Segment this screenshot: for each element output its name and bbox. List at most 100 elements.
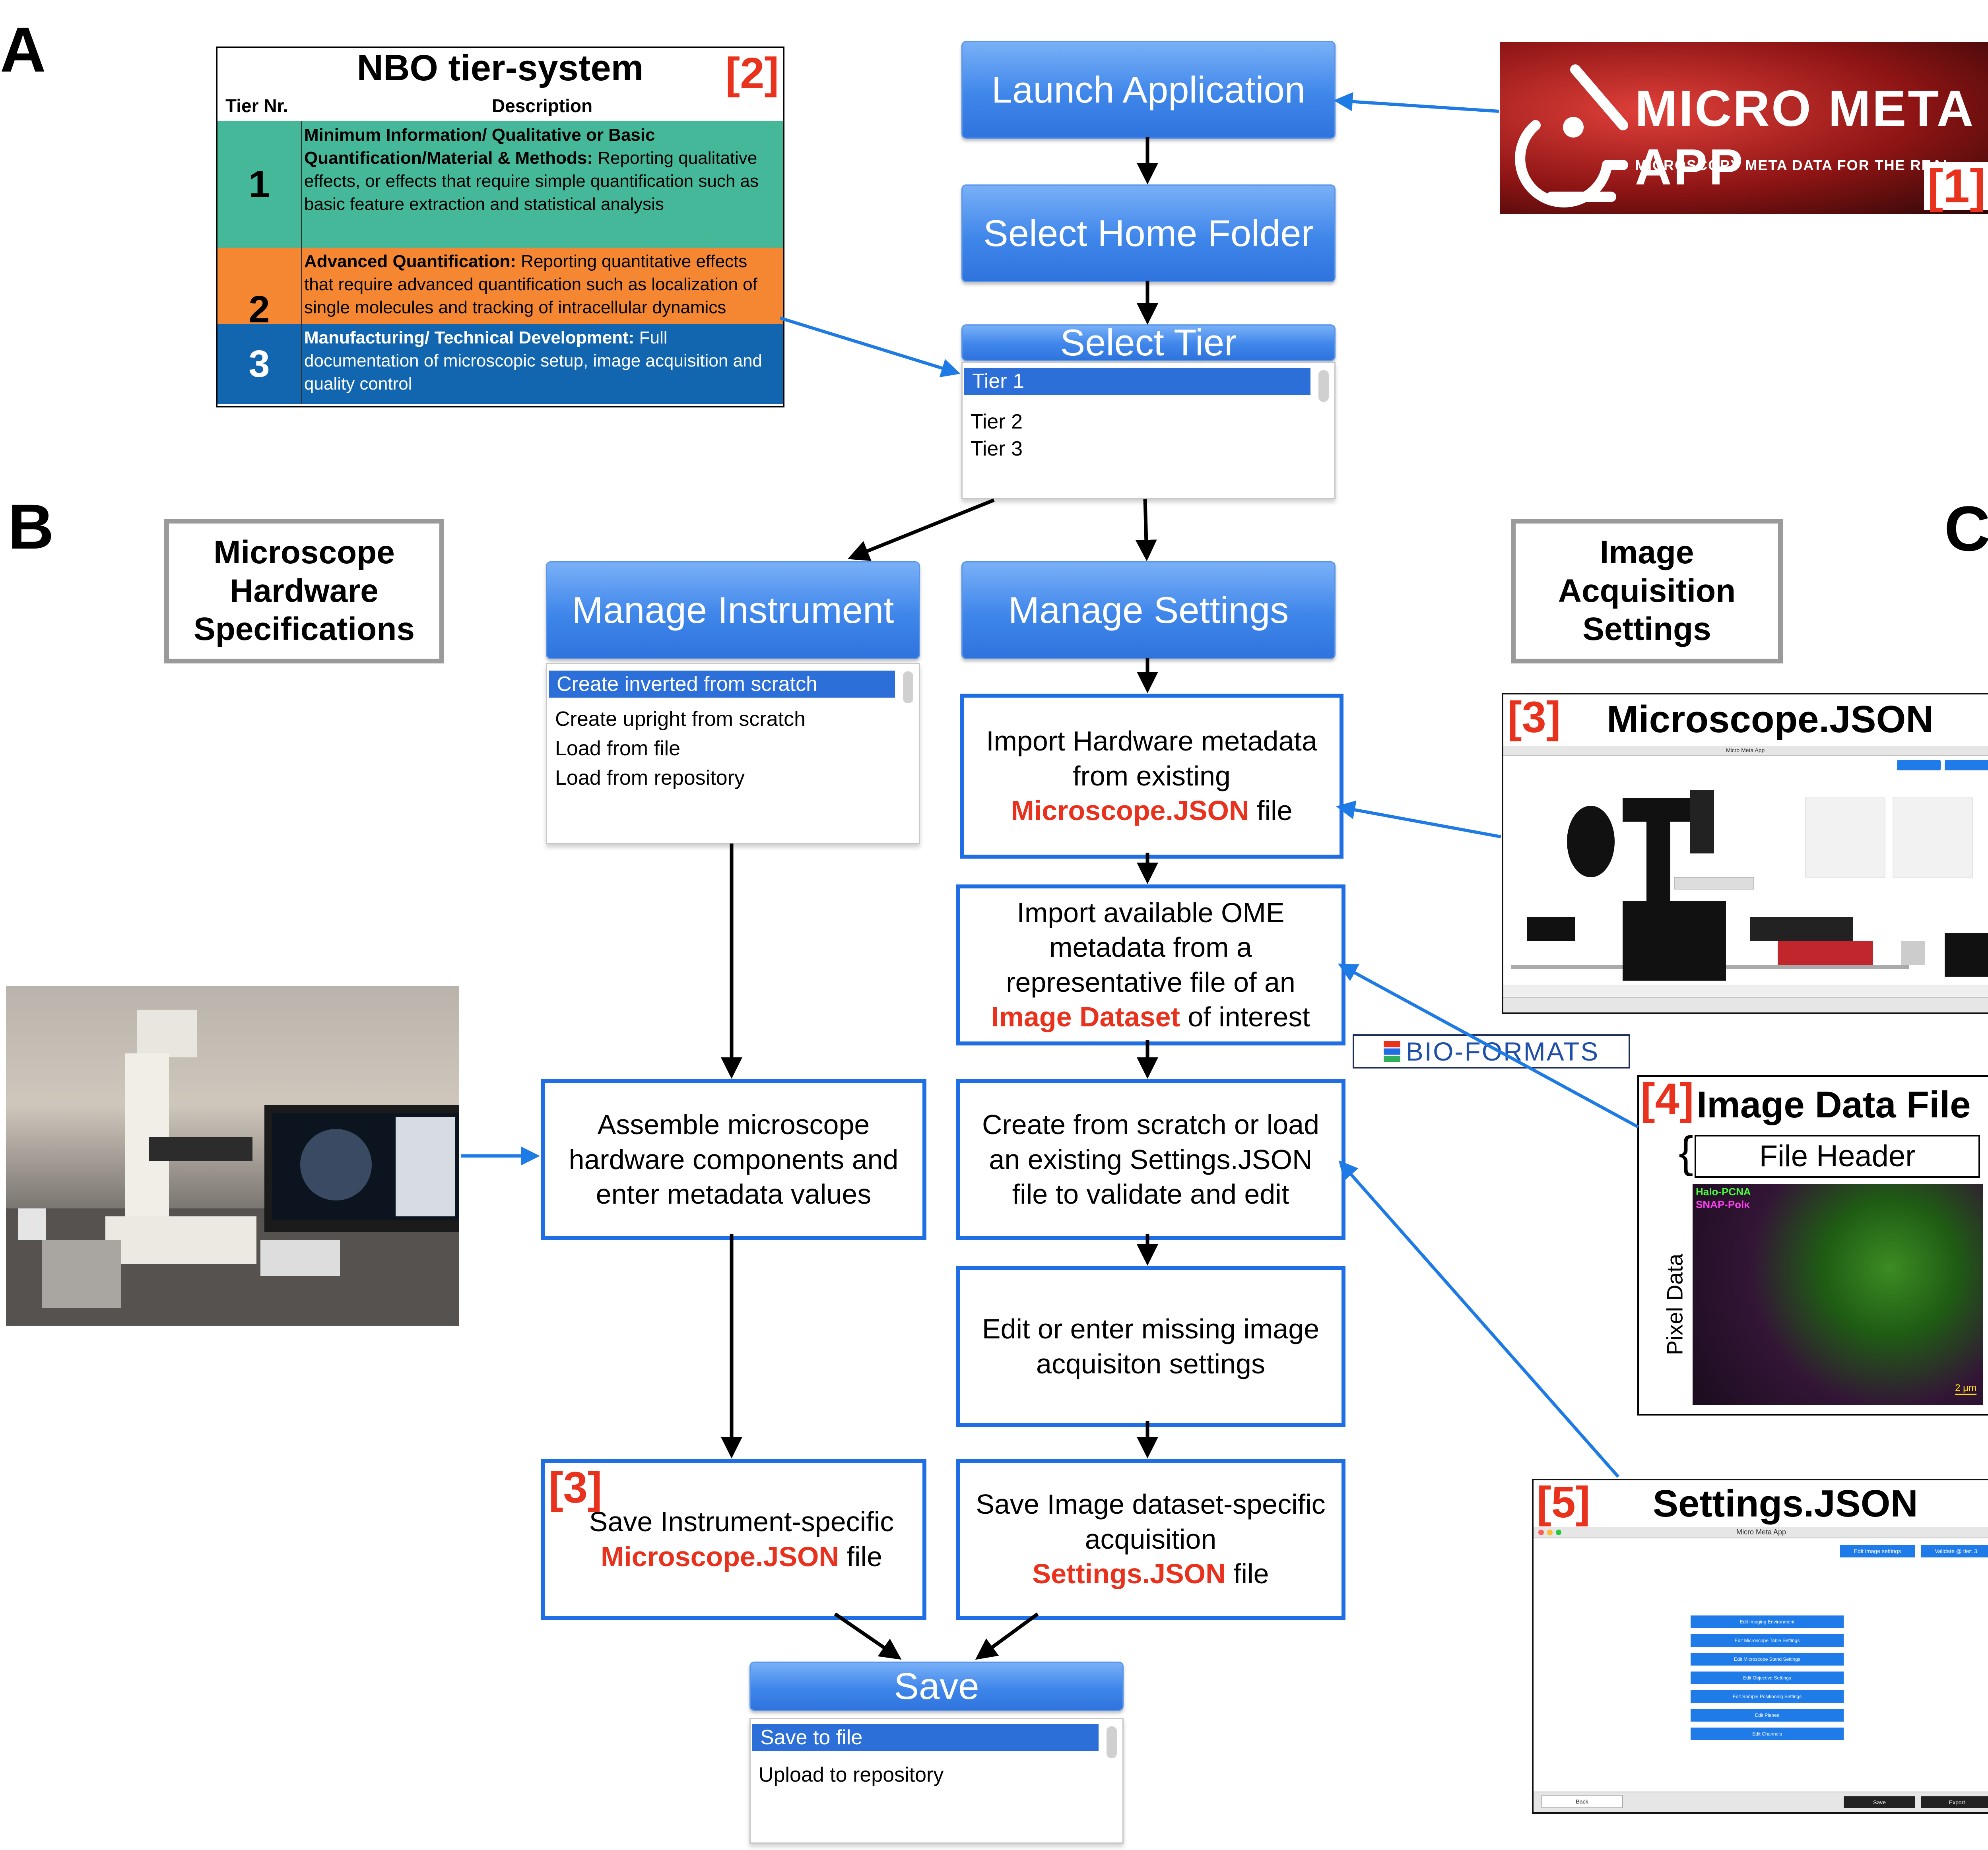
create-settings-text: Create from scratch or load an existing … — [982, 1109, 1320, 1210]
edit-microscope-mini-button[interactable] — [1897, 760, 1941, 770]
image-data-ref: [4] — [1640, 1075, 1694, 1123]
save-settings-red: Settings.JSON — [1032, 1558, 1226, 1590]
bioformats-text: BIO-FORMATS — [1406, 1037, 1600, 1066]
import-ome-red: Image Dataset — [991, 1001, 1180, 1032]
image-data-title: Image Data File — [1697, 1084, 1971, 1125]
settings-top-validate-button[interactable]: Validate @ tier: 3 — [1921, 1545, 1988, 1557]
instrument-option-load-file[interactable]: Load from file — [555, 737, 681, 760]
tier-row-3: 3 Manufacturing/ Technical Development: … — [217, 324, 783, 404]
save-listbox[interactable]: Save to file Upload to repository — [749, 1718, 1124, 1844]
window-zoom-dot[interactable] — [1556, 1530, 1561, 1535]
select-tier-header[interactable]: Select Tier — [961, 322, 1336, 363]
select-home-folder-button[interactable]: Select Home Folder — [961, 184, 1336, 282]
image-data-file-panel: [4] Image Data File { File Header Metada… — [1637, 1075, 1988, 1416]
tier-column-header: Tier Nr. — [225, 95, 288, 116]
tier-desc-bold: Manufacturing/ Technical Development: — [304, 328, 635, 347]
save-button[interactable]: Save — [749, 1662, 1124, 1711]
logo-title: MICRO META APP — [1635, 80, 1973, 196]
file-header-metadata: File Header Metadata — [1695, 1135, 1980, 1213]
save-instrument-ref: [3] — [549, 1463, 602, 1512]
manage-settings-button[interactable]: Manage Settings — [961, 561, 1336, 659]
microscope-json-window-title: Micro Meta App — [1726, 747, 1765, 753]
tier-desc-text: Reporting quantitative effects that requ… — [304, 252, 757, 318]
window-close-dot[interactable] — [1538, 1530, 1544, 1535]
tier-scrollbar[interactable] — [1318, 370, 1329, 402]
bioformats-logo: BIO-FORMATS — [1353, 1034, 1630, 1069]
import-hw-text: Import Hardware metadata from existing — [986, 725, 1317, 791]
save-scrollbar[interactable] — [1107, 1726, 1117, 1758]
instrument-scrollbar[interactable] — [903, 671, 913, 703]
tier-option-2[interactable]: Tier 2 — [971, 410, 1023, 433]
settings-save-button[interactable]: Save — [1844, 1796, 1915, 1808]
tier-option-3[interactable]: Tier 3 — [971, 437, 1023, 460]
edit-sample-positioning-button[interactable]: Edit Sample Positioning Settings — [1691, 1690, 1844, 1703]
edit-channels-button[interactable]: Edit Channels — [1691, 1728, 1844, 1740]
tier-desc-text: Full documentation of microscopic setup,… — [304, 328, 762, 394]
settings-window-bar — [1534, 1527, 1988, 1538]
save-settings-text: Save Image dataset-specific acquisition — [976, 1489, 1326, 1555]
settings-export-button[interactable]: Export — [1921, 1796, 1988, 1808]
save-settings-post: file — [1233, 1558, 1269, 1590]
launch-application-button[interactable]: Launch Application — [961, 41, 1336, 139]
tier-number: 3 — [217, 324, 302, 404]
edit-settings-box: Edit or enter missing image acquisiton s… — [956, 1266, 1345, 1427]
tier-number: 1 — [217, 121, 302, 248]
save-instrument-text: Save Instrument-specific — [589, 1506, 894, 1537]
scale-bar-label: 2 μm — [1955, 1383, 1976, 1395]
import-hw-red: Microscope.JSON — [1011, 795, 1249, 826]
pixel-data-label: Pixel Data — [1662, 1253, 1687, 1356]
microscope-json-footer — [1503, 997, 1988, 1012]
assemble-box: Assemble microscope hardware components … — [541, 1079, 926, 1240]
edit-imaging-environment-button[interactable]: Edit Imaging Environment — [1691, 1615, 1844, 1628]
save-option-repository[interactable]: Upload to repository — [759, 1763, 944, 1786]
import-ome-text: Import available OME metadata from a rep… — [1006, 897, 1295, 998]
instrument-option-load-repo[interactable]: Load from repository — [555, 766, 745, 789]
nbo-table-title: NBO tier-system — [357, 48, 644, 88]
edit-microscope-table-button[interactable]: Edit Microscope Table Settings — [1691, 1634, 1844, 1647]
panel-letter-a: A — [0, 14, 46, 85]
microscope-logo-icon — [1515, 64, 1628, 207]
tier-option-1[interactable]: Tier 1 — [964, 368, 1310, 395]
header-brace-icon: { — [1679, 1128, 1693, 1177]
microscope-photo-drawing — [6, 1010, 459, 1326]
microscope-json-screenshot: [3] Microscope.JSON Micro Meta App — [1502, 693, 1988, 1014]
settings-top-edit-button[interactable]: Edit image settings — [1840, 1545, 1915, 1557]
tier-desc-bold: Advanced Quantification: — [304, 252, 516, 271]
window-minimize-dot[interactable] — [1547, 1530, 1553, 1535]
instrument-option-upright[interactable]: Create upright from scratch — [555, 708, 806, 731]
microscope-json-ref: [3] — [1507, 693, 1561, 742]
logo-ref: [1] — [1924, 162, 1988, 210]
description-column-header: Description — [492, 95, 593, 116]
panel-letter-c: C — [1944, 493, 1988, 564]
settings-json-ref: [5] — [1537, 1479, 1590, 1527]
tier-row-2: 2 Advanced Quantification: Reporting qua… — [217, 248, 783, 372]
tier-description: Minimum Information/ Qualitative or Basi… — [304, 124, 780, 216]
edit-objective-button[interactable]: Edit Objective Settings — [1691, 1672, 1844, 1684]
create-settings-box: Create from scratch or load an existing … — [956, 1079, 1345, 1240]
legend-halo-pcna: Halo-PCNA — [1696, 1186, 1751, 1198]
pixel-data-image: Halo-PCNA SNAP-Polκ 2 μm — [1693, 1184, 1983, 1405]
edit-settings-text: Edit or enter missing image acquisiton s… — [982, 1313, 1320, 1379]
save-instrument-red: Microscope.JSON — [600, 1541, 839, 1572]
instrument-option-inverted[interactable]: Create inverted from scratch — [549, 671, 895, 698]
tier-listbox[interactable]: Tier 1 Tier 2 Tier 3 — [961, 362, 1336, 499]
edit-microscope-stand-button[interactable]: Edit Microscope Stand Settings — [1691, 1653, 1844, 1666]
tier-row-1: 1 Minimum Information/ Qualitative or Ba… — [217, 121, 783, 248]
acquisition-settings-label: Image Acquisition Settings — [1511, 519, 1783, 663]
validate-mini-button[interactable] — [1945, 760, 1988, 770]
nbo-ref: [2] — [725, 49, 779, 98]
manage-instrument-button[interactable]: Manage Instrument — [546, 561, 920, 659]
save-option-file[interactable]: Save to file — [752, 1724, 1099, 1751]
save-instrument-post: file — [846, 1541, 882, 1572]
settings-back-button[interactable]: Back — [1541, 1795, 1623, 1808]
tier-desc-bold: Minimum Information/ Qualitative or Basi… — [304, 125, 655, 168]
tier-description: Manufacturing/ Technical Development: Fu… — [304, 326, 780, 396]
settings-json-title: Settings.JSON — [1653, 1482, 1918, 1525]
instrument-listbox[interactable]: Create inverted from scratch Create upri… — [546, 663, 920, 844]
import-ome-box: Import available OME metadata from a rep… — [956, 884, 1345, 1045]
tier-desc-text: Reporting qualitative effects, or effect… — [304, 148, 759, 214]
bioformats-stack-icon — [1383, 1041, 1400, 1062]
edit-planes-button[interactable]: Edit Planes — [1691, 1709, 1844, 1722]
